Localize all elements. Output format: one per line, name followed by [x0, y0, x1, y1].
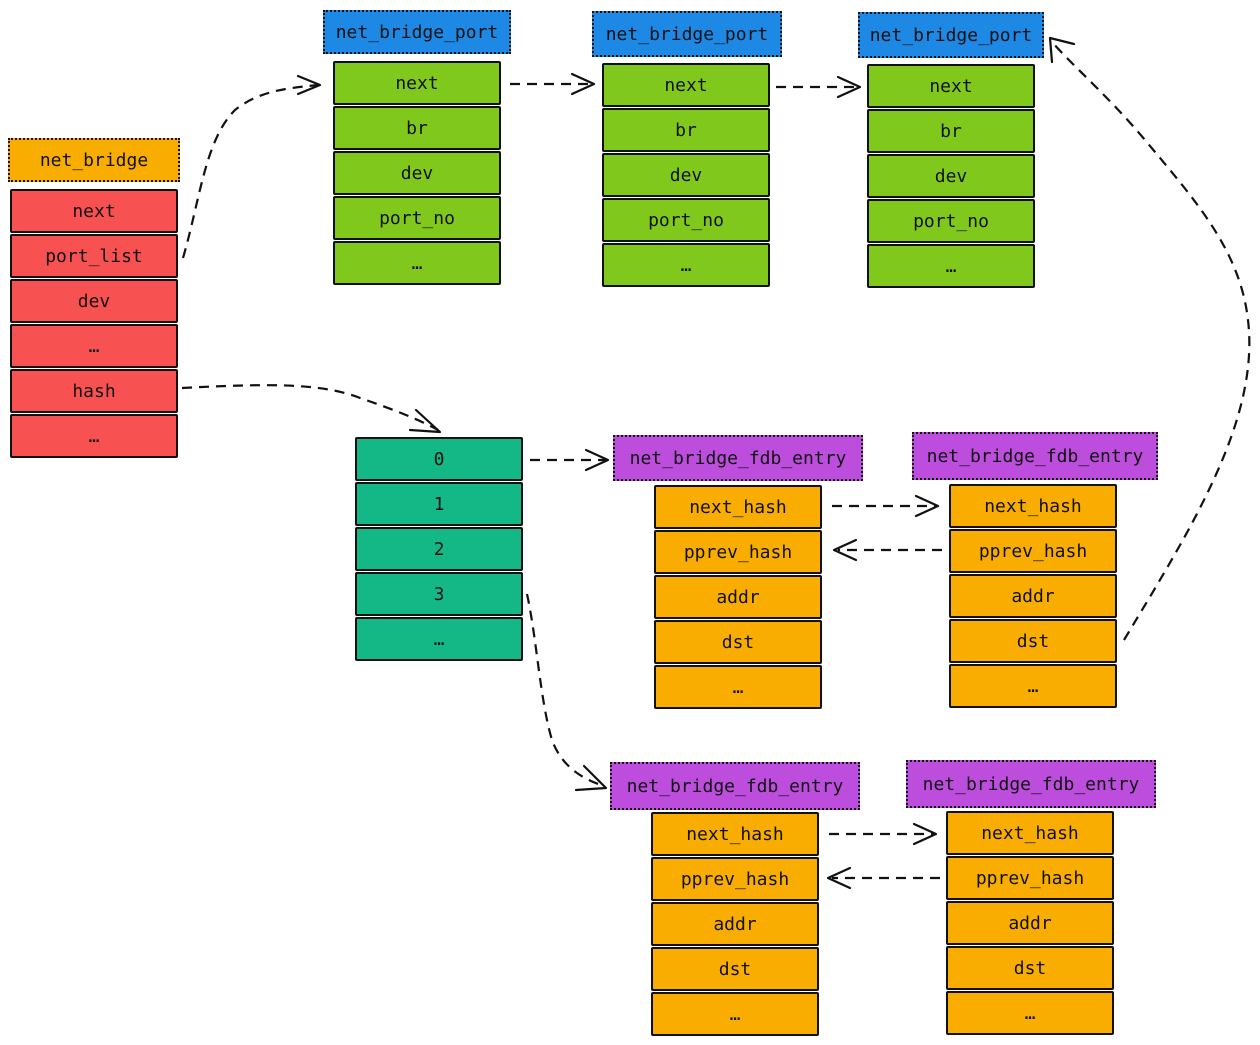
fdb-1-field-dst: dst [654, 620, 822, 664]
fdb-3-field-pprev-hash: pprev_hash [651, 857, 819, 901]
fdb-2-field-ellipsis: … [949, 664, 1117, 708]
fdb-4-field-dst: dst [946, 946, 1114, 990]
fdb-2-title: net_bridge_fdb_entry [912, 432, 1158, 480]
fdb-1-field-addr: addr [654, 575, 822, 619]
fdb-4-field-ellipsis: … [946, 991, 1114, 1035]
fdb-4-field-next-hash: next_hash [946, 811, 1114, 855]
net-bridge-field-ellipsis-2: … [10, 414, 178, 458]
arrow-port-2-to-port-3 [776, 75, 862, 99]
fdb-2-field-dst: dst [949, 619, 1117, 663]
port-3-field-next: next [867, 64, 1035, 108]
net-bridge-field-port-list: port_list [10, 234, 178, 278]
port-2-field-next: next [602, 63, 770, 107]
port-2-field-ellipsis: … [602, 243, 770, 287]
net-bridge-field-dev: dev [10, 279, 178, 323]
port-2-title: net_bridge_port [592, 11, 782, 57]
fdb-3-field-dst: dst [651, 947, 819, 991]
port-1-field-port-no: port_no [333, 196, 501, 240]
fdb-4-struct: next_hash pprev_hash addr dst … [946, 811, 1114, 1036]
hash-bucket-ellipsis: … [355, 617, 523, 661]
arrow-fdb-4-pprev-to-fdb-3 [826, 866, 940, 890]
fdb-1-field-ellipsis: … [654, 665, 822, 709]
port-2-field-br: br [602, 108, 770, 152]
fdb-3-struct: next_hash pprev_hash addr dst … [651, 812, 819, 1037]
hash-bucket-0: 0 [355, 437, 523, 481]
fdb-1-field-next-hash: next_hash [654, 485, 822, 529]
arrow-port-1-to-port-2 [510, 72, 596, 96]
port-2-field-port-no: port_no [602, 198, 770, 242]
net-bridge-field-next: next [10, 189, 178, 233]
hash-table: 0 1 2 3 … [355, 437, 523, 662]
arrow-fdb-3-next-to-fdb-4 [829, 822, 938, 846]
fdb-2-field-addr: addr [949, 574, 1117, 618]
net-bridge-struct: next port_list dev … hash … [10, 189, 178, 459]
net-bridge-field-ellipsis: … [10, 324, 178, 368]
arrow-hash-to-table [181, 384, 442, 434]
port-3-field-ellipsis: … [867, 244, 1035, 288]
fdb-2-field-next-hash: next_hash [949, 484, 1117, 528]
hash-bucket-1: 1 [355, 482, 523, 526]
fdb-1-field-pprev-hash: pprev_hash [654, 530, 822, 574]
port-1-field-next: next [333, 61, 501, 105]
port-2-field-dev: dev [602, 153, 770, 197]
fdb-3-field-next-hash: next_hash [651, 812, 819, 856]
fdb-2-field-pprev-hash: pprev_hash [949, 529, 1117, 573]
fdb-4-title: net_bridge_fdb_entry [906, 760, 1156, 808]
fdb-3-field-ellipsis: … [651, 992, 819, 1036]
port-1-field-dev: dev [333, 151, 501, 195]
port-3-field-port-no: port_no [867, 199, 1035, 243]
fdb-4-field-pprev-hash: pprev_hash [946, 856, 1114, 900]
port-1-field-ellipsis: … [333, 241, 501, 285]
fdb-3-title: net_bridge_fdb_entry [610, 762, 860, 810]
port-3-field-br: br [867, 109, 1035, 153]
hash-bucket-2: 2 [355, 527, 523, 571]
port-3-title: net_bridge_port [858, 12, 1044, 58]
port-3-field-dev: dev [867, 154, 1035, 198]
arrow-bucket-0-to-fdb-1 [530, 448, 610, 472]
arrow-bucket-3-to-fdb-3 [525, 593, 608, 792]
arrow-fdb-2-dst-to-port-3 [1048, 36, 1251, 641]
arrow-fdb-2-pprev-to-fdb-1 [832, 538, 942, 562]
port-1-field-br: br [333, 106, 501, 150]
port-1-title: net_bridge_port [323, 10, 511, 54]
net-bridge-field-hash: hash [10, 369, 178, 413]
hash-bucket-3: 3 [355, 572, 523, 616]
arrow-fdb-1-next-to-fdb-2 [832, 494, 940, 518]
fdb-4-field-addr: addr [946, 901, 1114, 945]
fdb-1-struct: next_hash pprev_hash addr dst … [654, 485, 822, 710]
port-2-struct: next br dev port_no … [602, 63, 770, 288]
arrow-port-list-to-port-1 [181, 74, 322, 259]
fdb-3-field-addr: addr [651, 902, 819, 946]
net-bridge-title: net_bridge [8, 138, 180, 182]
fdb-1-title: net_bridge_fdb_entry [613, 435, 863, 481]
port-1-struct: next br dev port_no … [333, 61, 501, 286]
port-3-struct: next br dev port_no … [867, 64, 1035, 289]
fdb-2-struct: next_hash pprev_hash addr dst … [949, 484, 1117, 709]
